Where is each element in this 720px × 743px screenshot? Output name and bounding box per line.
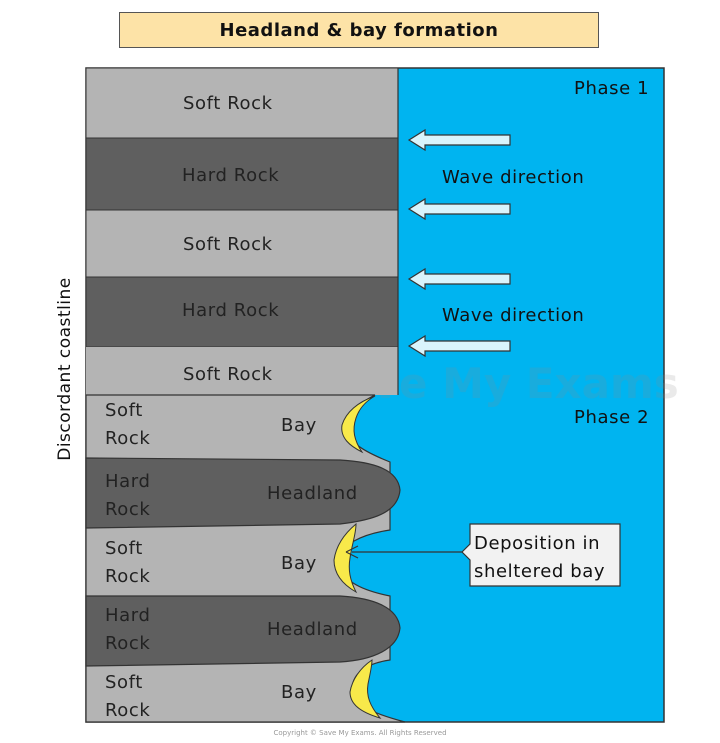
wave-arrow <box>407 334 511 358</box>
headland-label: Headland <box>267 619 358 640</box>
bay-label: Bay <box>281 415 317 436</box>
wave-direction-label: Wave direction <box>442 167 584 188</box>
phase1-band-label: Soft Rock <box>183 93 273 114</box>
bay-label: Bay <box>281 682 317 703</box>
phase2-label: Phase 2 <box>574 407 649 428</box>
bay-label: Bay <box>281 553 317 574</box>
wave-arrow <box>407 197 511 221</box>
headland-label: Headland <box>267 483 358 504</box>
phase2-coastline <box>85 68 406 723</box>
phase1-band-label: Soft Rock <box>183 234 273 255</box>
wave-arrows <box>407 128 511 358</box>
bay-deposition <box>349 659 382 719</box>
phase2-rock-label: Rock <box>105 700 150 721</box>
phase2-rock-label: Soft <box>105 400 143 421</box>
phase2-hard-rock-headland <box>85 595 401 667</box>
phase1-band-label: Hard Rock <box>182 300 279 321</box>
callout-text-line1: Deposition in <box>474 533 600 554</box>
callout-box <box>461 523 621 587</box>
phase2-rock-label: Rock <box>105 566 150 587</box>
deposition-callout: Deposition in sheltered bay <box>345 523 621 587</box>
phase1-band-label: Soft Rock <box>183 364 273 385</box>
wave-arrow <box>407 267 511 291</box>
diagram-title: Headland & bay formation <box>219 19 499 41</box>
wave-arrow <box>407 128 511 152</box>
phase2-rock-label: Hard <box>105 471 150 492</box>
phase2-rock-label: Rock <box>105 499 150 520</box>
phase2-rock-label: Hard <box>105 605 150 626</box>
copyright-text: Copyright © Save My Exams. All Rights Re… <box>273 729 447 737</box>
bay-deposition <box>333 522 358 594</box>
phase1-label: Phase 1 <box>574 78 649 99</box>
callout-arrowhead <box>345 545 359 559</box>
wave-direction-label: Wave direction <box>442 305 584 326</box>
title-box: Headland & bay formation <box>119 12 599 48</box>
bay-deposition <box>341 395 376 454</box>
phase2-rock-label: Soft <box>105 672 143 693</box>
phase2-hard-rock-headland <box>85 457 401 529</box>
phase2-rock-label: Rock <box>105 428 150 449</box>
callout-text-line2: sheltered bay <box>474 561 605 582</box>
phase2-rock-label: Rock <box>105 633 150 654</box>
phase2-rock-label: Soft <box>105 538 143 559</box>
phase1-soft-rock-band <box>86 347 398 395</box>
phase1-rock-bands <box>85 67 399 395</box>
phase1-band-label: Hard Rock <box>182 165 279 186</box>
